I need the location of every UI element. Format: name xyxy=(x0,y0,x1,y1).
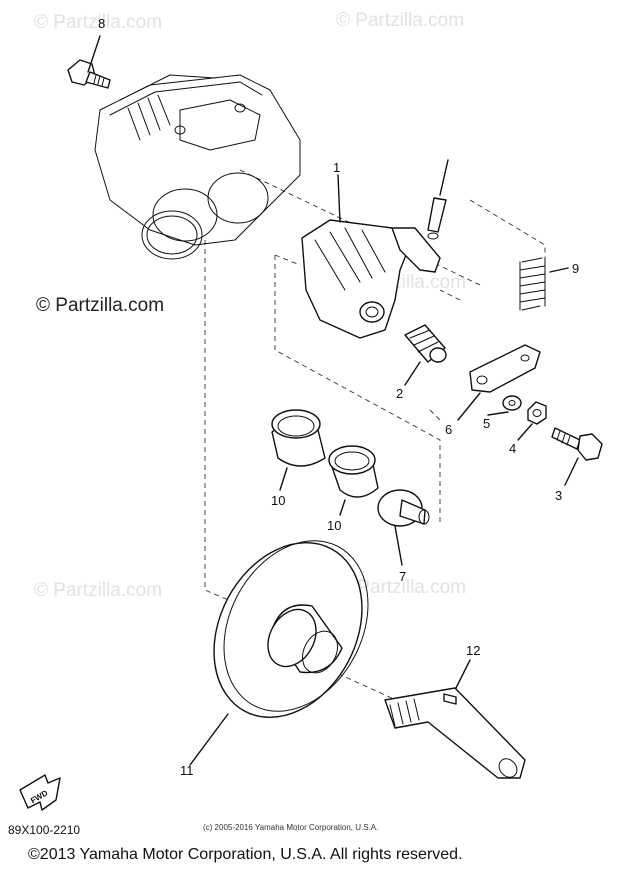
part-7-thrust: 7 xyxy=(377,489,430,584)
fine-copyright: (c) 2005-2016 Yamaha Motor Corporation, … xyxy=(203,823,379,832)
watermark-top-right: © Partzilla.com xyxy=(336,10,464,31)
callout-10-left: 10 xyxy=(271,493,285,508)
watermark-low-right: © Partzilla.com xyxy=(338,577,466,598)
watermark-low-left: © Partzilla.com xyxy=(34,580,162,601)
part-4-nut: 4 xyxy=(509,401,547,456)
callout-7: 7 xyxy=(399,569,406,584)
part-11-sheave: 11 xyxy=(180,540,369,778)
control-cable xyxy=(427,159,449,240)
callout-5: 5 xyxy=(483,416,490,431)
callout-4: 4 xyxy=(509,441,516,456)
part-9-spring: 9 xyxy=(519,257,579,311)
callout-2: 2 xyxy=(396,386,403,401)
part-10-cap-left: 10 xyxy=(271,409,326,508)
fwd-arrow: FWD xyxy=(19,774,61,811)
part-8-bolt: 8 xyxy=(67,16,111,89)
callout-6: 6 xyxy=(445,422,452,437)
part-3-bolt: 3 xyxy=(551,427,603,503)
part-1-lever-body: 1 xyxy=(301,160,441,339)
crankcase-housing xyxy=(94,74,301,260)
part-10-ring-right: 10 xyxy=(327,445,379,533)
part-6-plate: 6 xyxy=(445,344,541,437)
primary-shaft xyxy=(384,687,526,779)
part-12-key: 12 xyxy=(443,643,480,705)
callout-10-right: 10 xyxy=(327,518,341,533)
footer-copyright: ©2013 Yamaha Motor Corporation, U.S.A. A… xyxy=(28,846,463,863)
callout-9: 9 xyxy=(572,261,579,276)
callout-3: 3 xyxy=(555,488,562,503)
callout-11: 11 xyxy=(180,763,194,778)
callout-8: 8 xyxy=(98,16,105,31)
callout-12: 12 xyxy=(466,643,480,658)
watermark-mid-left: © Partzilla.com xyxy=(36,295,164,316)
watermark-top-left: © Partzilla.com xyxy=(34,12,162,33)
part-2-adjuster: 2 xyxy=(396,324,447,401)
diagram-code: 89X100-2210 xyxy=(8,823,81,837)
part-5-washer: 5 xyxy=(483,395,522,431)
callout-1: 1 xyxy=(333,160,340,175)
